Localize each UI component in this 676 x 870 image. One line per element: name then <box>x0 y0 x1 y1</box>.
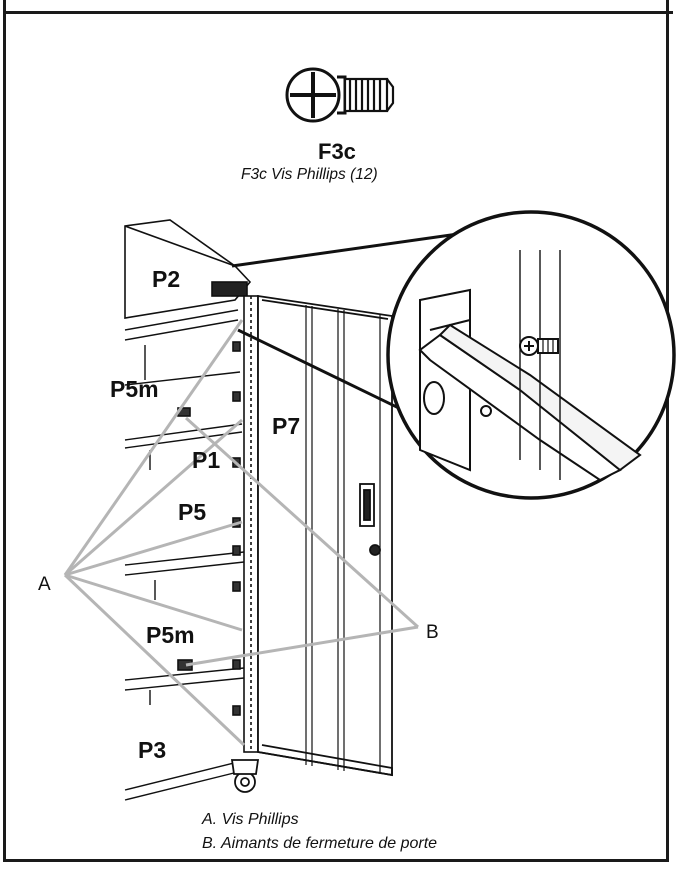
part-label-p5m-bottom: P5m <box>146 622 195 648</box>
cabinet-door <box>257 294 393 777</box>
legend-item-b: B. Aimants de fermeture de porte <box>202 835 438 852</box>
screw-caption: F3c Vis Phillips (12) <box>241 166 378 183</box>
top-border <box>3 0 673 14</box>
part-label-p2: P2 <box>152 266 181 292</box>
callout-b-leaders <box>184 416 420 667</box>
callout-a-leaders <box>63 319 246 747</box>
part-label-p5m-top: P5m <box>110 376 159 402</box>
cabinet-top-panel <box>124 219 252 319</box>
callout-b: B <box>426 622 439 643</box>
callout-a: A <box>38 574 51 595</box>
screw-code: F3c <box>318 139 356 164</box>
caster-wheel <box>230 759 260 793</box>
zoom-detail-circle <box>386 210 676 500</box>
part-label-p7: P7 <box>272 413 301 439</box>
legend-item-a: A. Vis Phillips <box>202 811 299 828</box>
figure-frame <box>3 0 669 862</box>
part-label-p3: P3 <box>138 737 167 763</box>
phillips-screw-icon <box>285 67 395 123</box>
cabinet-shelves <box>124 309 247 801</box>
part-label-p5: P5 <box>178 499 207 525</box>
part-label-p1: P1 <box>192 447 221 473</box>
